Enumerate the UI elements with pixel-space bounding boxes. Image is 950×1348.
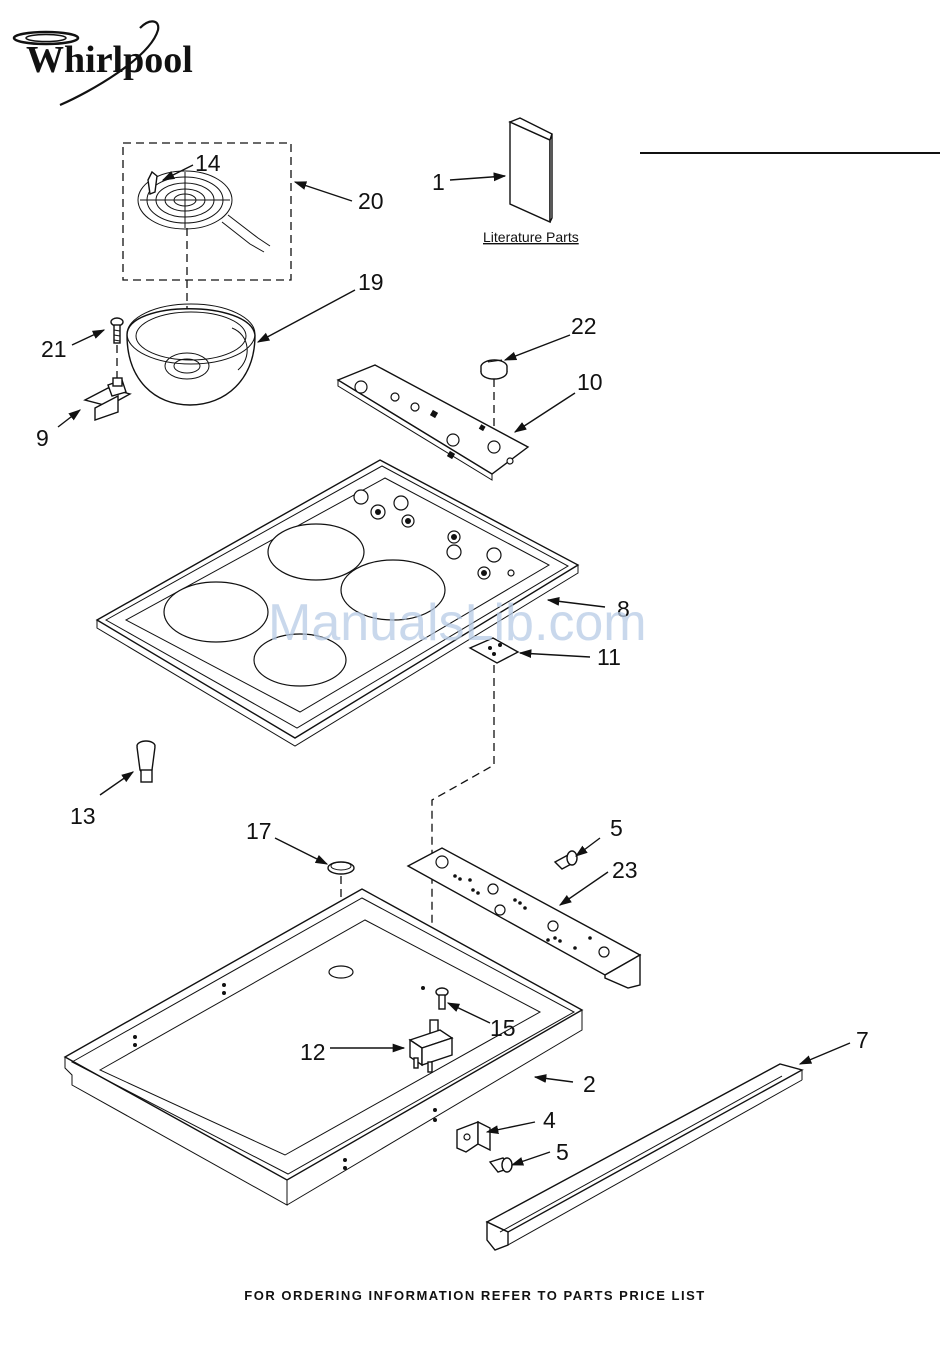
brand-logo-text: Whirlpool xyxy=(26,39,193,81)
screw-5-lower xyxy=(490,1158,512,1172)
callout-5-lower: 5 xyxy=(556,1139,569,1165)
callout-13: 13 xyxy=(70,803,96,829)
callout-22: 22 xyxy=(571,313,597,339)
callout-9: 9 xyxy=(36,425,49,451)
callout-19: 19 xyxy=(358,269,384,295)
footer-note: FOR ORDERING INFORMATION REFER TO PARTS … xyxy=(244,1288,705,1303)
callout-4: 4 xyxy=(543,1107,556,1133)
callout-14: 14 xyxy=(195,150,221,176)
callout-12: 12 xyxy=(300,1039,326,1065)
drip-bowl xyxy=(127,304,255,405)
grommet-17 xyxy=(328,862,354,874)
leg-13 xyxy=(137,741,155,782)
callout-10: 10 xyxy=(577,369,603,395)
watermark: ManualsLib.com xyxy=(268,594,647,652)
receptacle-9 xyxy=(85,378,130,420)
control-panel-10 xyxy=(338,365,528,480)
callout-23: 23 xyxy=(612,857,638,883)
callout-1: 1 xyxy=(432,169,445,195)
brand-logo: Whirlpool xyxy=(14,21,193,105)
callout-5-upper: 5 xyxy=(610,815,623,841)
callout-21: 21 xyxy=(41,336,67,362)
callout-7: 7 xyxy=(856,1027,869,1053)
literature-label: Literature Parts xyxy=(483,229,579,245)
surface-element xyxy=(138,171,270,252)
literature-parts xyxy=(510,118,552,222)
screw-5-upper xyxy=(555,851,577,869)
control-knob-22 xyxy=(481,360,507,379)
bracket-4 xyxy=(457,1122,490,1152)
callout-2: 2 xyxy=(583,1071,596,1097)
terminal-clip-14 xyxy=(148,172,157,194)
callout-20: 20 xyxy=(358,188,384,214)
screw-21 xyxy=(111,318,123,343)
callout-15: 15 xyxy=(490,1015,516,1041)
callout-17: 17 xyxy=(246,818,272,844)
